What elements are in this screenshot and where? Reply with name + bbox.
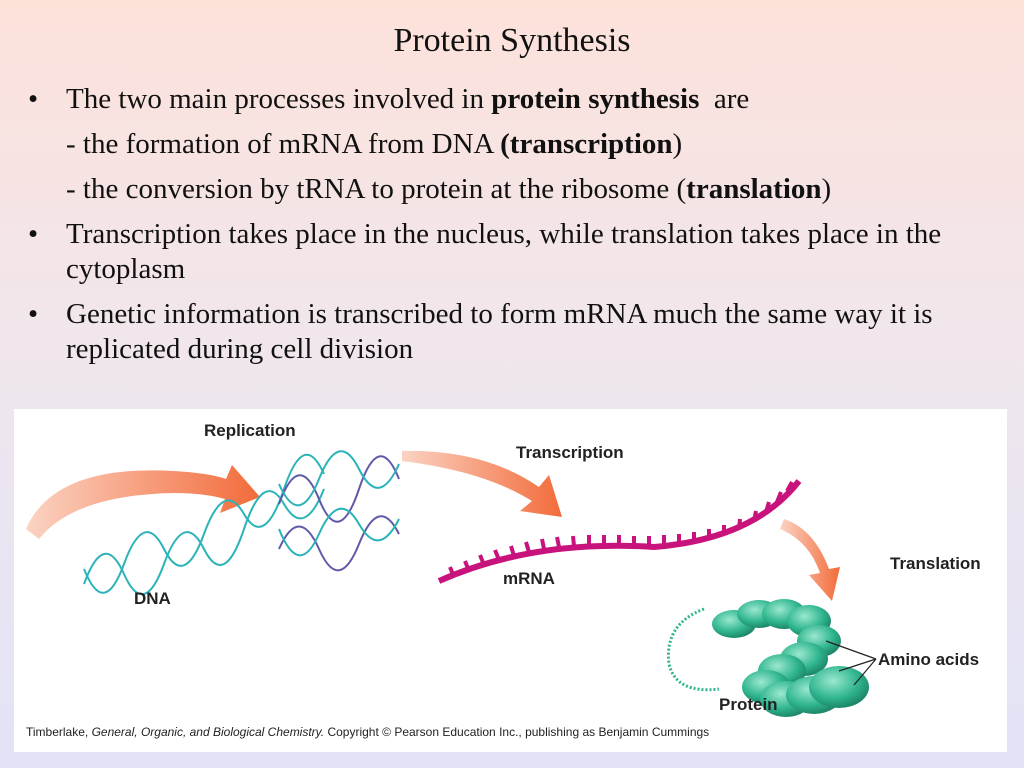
protein-synthesis-figure: Replication Transcription Translation DN… bbox=[14, 409, 1007, 752]
sub-item: - the conversion by tRNA to protein at t… bbox=[28, 172, 988, 207]
bullet-text: Genetic information is transcribed to fo… bbox=[66, 298, 933, 365]
bullet-text-part: are bbox=[699, 83, 750, 115]
replication-label: Replication bbox=[204, 421, 296, 440]
caption-rest: Copyright © Pearson Education Inc., publ… bbox=[324, 725, 710, 739]
sub-emphasis: (transcription bbox=[500, 128, 673, 160]
dna-helix bbox=[83, 450, 400, 595]
transcription-arrow bbox=[402, 450, 562, 517]
sub-text-part: - the formation of mRNA from DNA bbox=[66, 128, 501, 160]
bullet-item: • Genetic information is transcribed to … bbox=[28, 297, 988, 367]
bullet-text-part: The two main processes involved in bbox=[66, 83, 492, 115]
sub-text-part: ) bbox=[672, 128, 683, 160]
bullet-dot: • bbox=[28, 218, 39, 250]
sub-text-part: - the conversion by tRNA to protein at t… bbox=[66, 173, 687, 205]
bullet-item: • Transcription takes place in the nucle… bbox=[28, 217, 988, 287]
protein-label: Protein bbox=[719, 695, 778, 714]
amino-acids-label: Amino acids bbox=[878, 650, 980, 669]
transcription-label: Transcription bbox=[516, 443, 624, 462]
mrna-label: mRNA bbox=[503, 569, 555, 588]
sub-item: - the formation of mRNA from DNA (transc… bbox=[28, 127, 988, 162]
protein-chain bbox=[666, 599, 877, 717]
translation-arrow bbox=[780, 519, 840, 601]
figure-drawing bbox=[26, 450, 877, 717]
caption-book: General, Organic, and Biological Chemist… bbox=[91, 725, 325, 739]
bullet-text: Transcription takes place in the nucleus… bbox=[66, 218, 942, 285]
bullet-dot: • bbox=[28, 83, 39, 115]
slide-title: Protein Synthesis bbox=[393, 22, 631, 59]
bullet-text: The two main processes involved in prote… bbox=[66, 82, 988, 117]
translation-label: Translation bbox=[890, 554, 981, 573]
sub-text-part: ) bbox=[821, 173, 832, 205]
bullet-emphasis: protein synthesis bbox=[491, 83, 700, 115]
bullet-list: • The two main processes involved in pro… bbox=[28, 82, 988, 377]
sub-emphasis: translation bbox=[686, 173, 822, 205]
caption-author: Timberlake, bbox=[26, 725, 92, 739]
bullet-item: • The two main processes involved in pro… bbox=[28, 82, 988, 117]
dna-label: DNA bbox=[134, 589, 171, 608]
bullet-dot: • bbox=[28, 298, 39, 330]
mrna-strand bbox=[437, 479, 802, 584]
replication-arrow bbox=[26, 465, 260, 539]
figure-caption: Timberlake, General, Organic, and Biolog… bbox=[26, 725, 709, 739]
